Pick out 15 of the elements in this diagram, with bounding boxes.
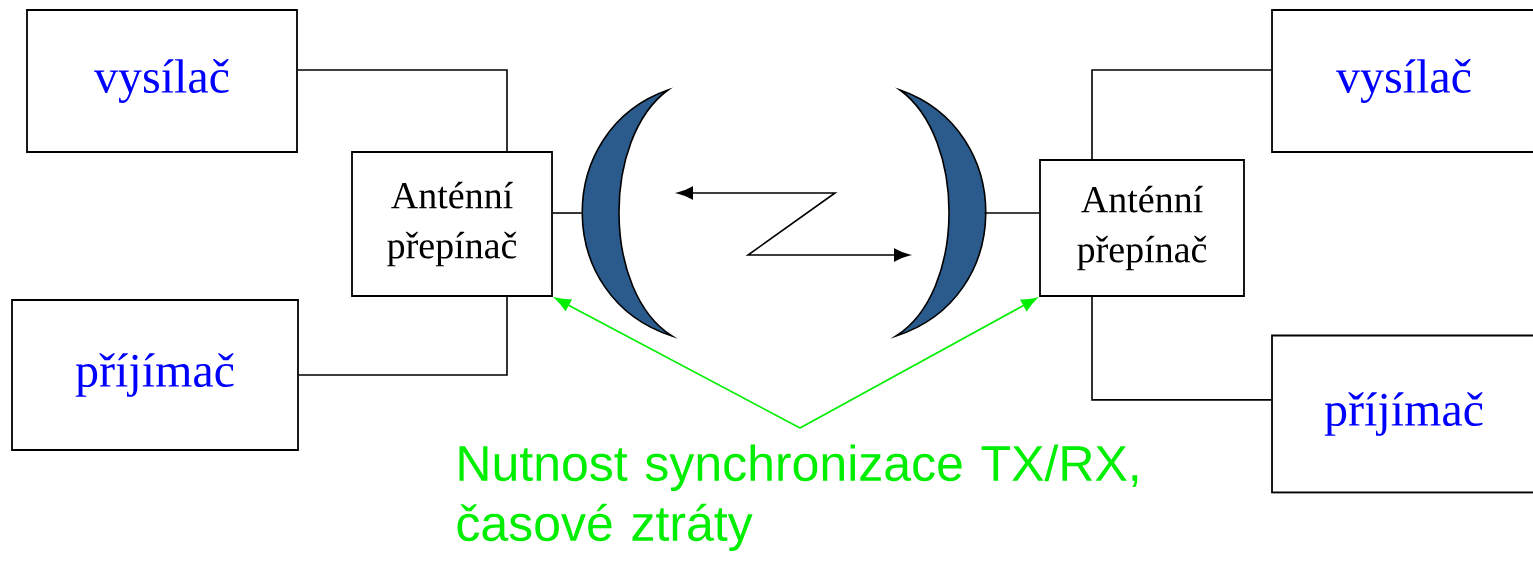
labeled-box: vysílač [26, 9, 298, 153]
labeled-box: příjímač [11, 299, 299, 451]
switch-box: Anténní přepínač [1039, 159, 1245, 297]
leader-line [554, 297, 801, 429]
connector-line [1091, 296, 1272, 401]
connector-line [298, 296, 508, 376]
connector-line [1091, 69, 1272, 160]
leader-line [799, 297, 1038, 429]
labeled-box: vysílač [1271, 9, 1533, 153]
note-text: Nutnost synchronizace TX/RX, časové ztráty [457, 444, 1138, 551]
connector-line [297, 69, 508, 152]
switch-box: Anténní přepínač [351, 151, 553, 297]
connector-line [983, 212, 1040, 214]
labeled-box: příjímač [1271, 334, 1533, 494]
connector-line [552, 212, 583, 214]
